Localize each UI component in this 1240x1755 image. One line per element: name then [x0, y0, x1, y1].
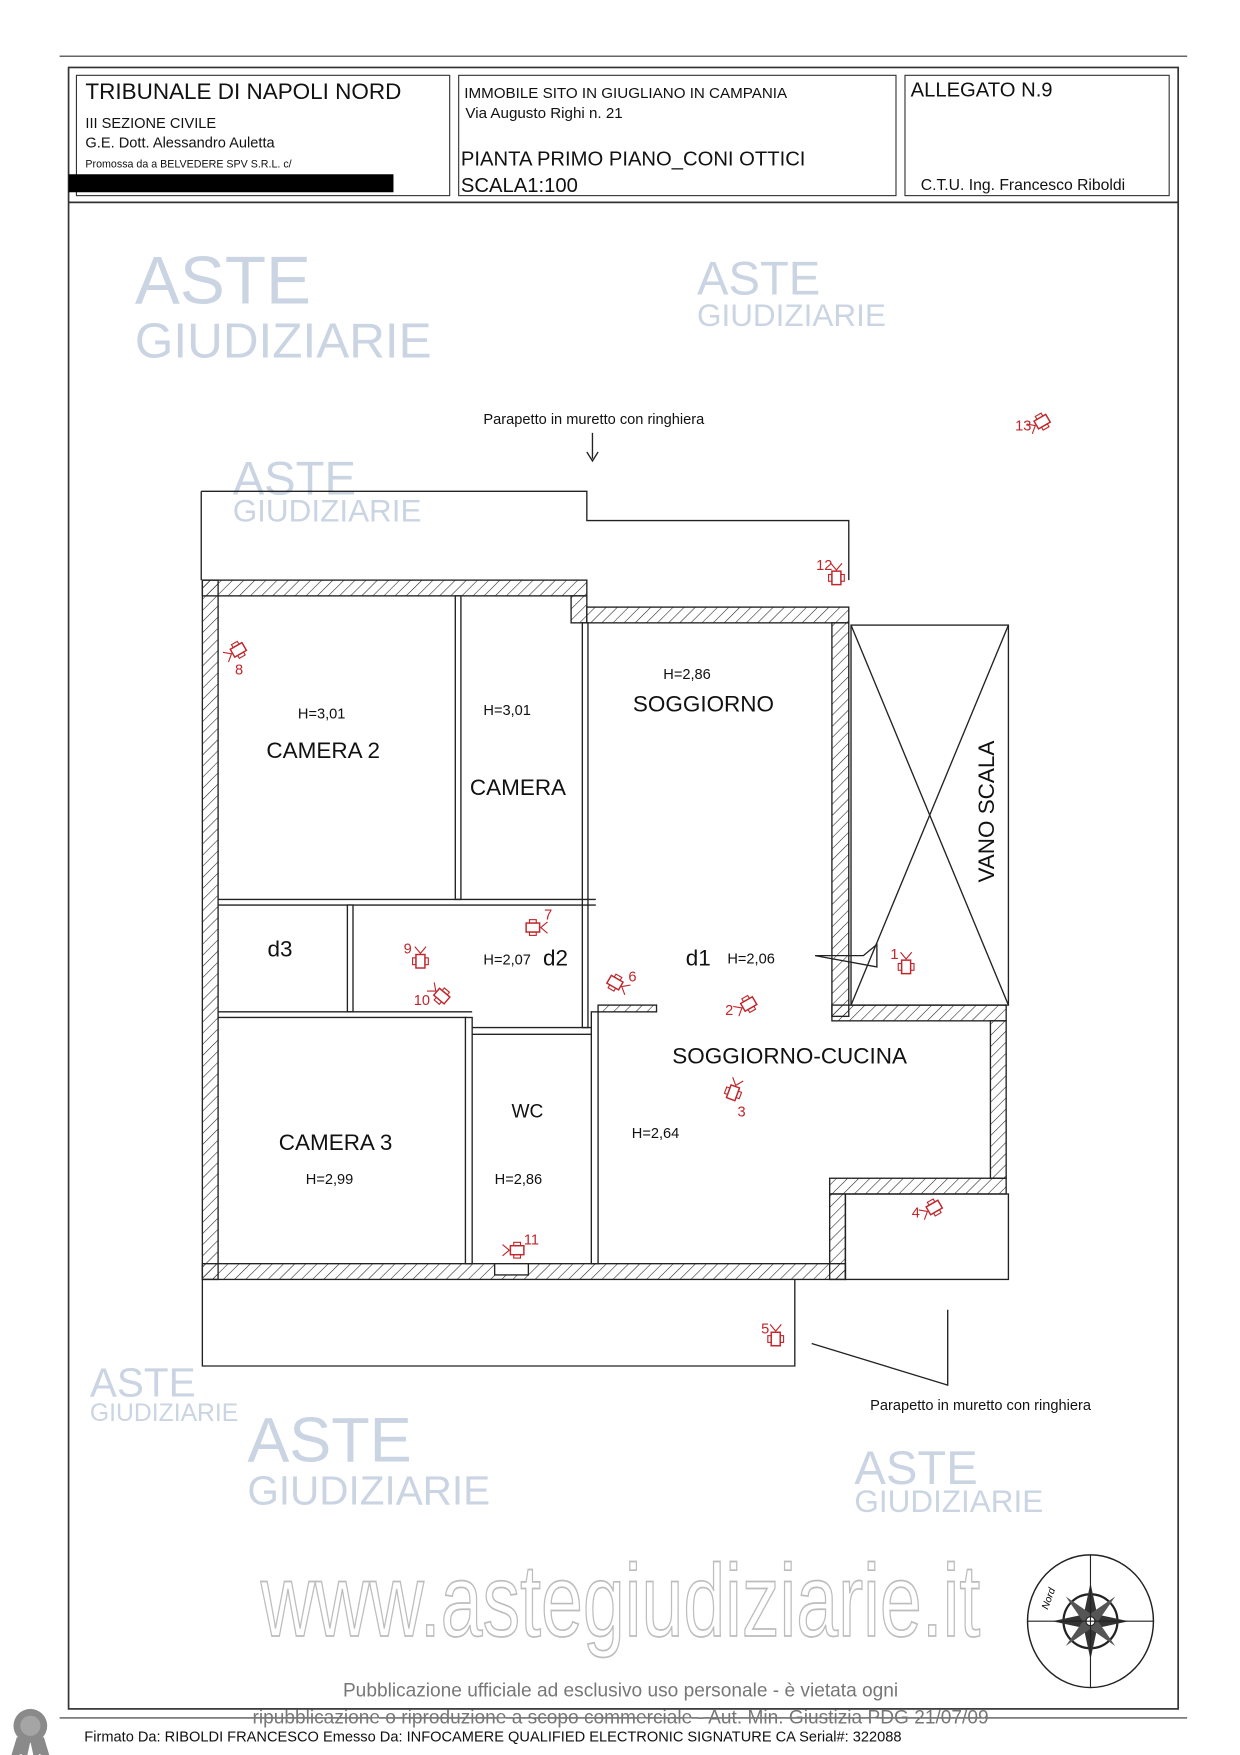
svg-text:6: 6	[628, 969, 636, 985]
svg-text:2: 2	[725, 1003, 733, 1019]
svg-text:10: 10	[414, 993, 430, 1009]
svg-text:12: 12	[816, 558, 832, 574]
svg-text:H=2,07: H=2,07	[483, 953, 531, 969]
room-d2: d2	[543, 946, 568, 971]
svg-text:ASTE: ASTE	[135, 244, 311, 319]
svg-text:4: 4	[912, 1206, 920, 1222]
svg-text:3: 3	[737, 1104, 745, 1120]
room-camera-2: CAMERA 2	[266, 738, 380, 763]
compass-rose-icon: Nord	[1026, 1554, 1155, 1689]
camera-marker-13: 13	[1015, 410, 1053, 437]
watermark-url: www.astegiudiziarie.it	[260, 1542, 980, 1658]
svg-text:GIUDIZIARIE: GIUDIZIARIE	[854, 1484, 1043, 1519]
svg-text:ASTE: ASTE	[233, 453, 356, 506]
svg-text:H=2,99: H=2,99	[306, 1172, 354, 1188]
camera-marker-9: 9	[404, 941, 430, 969]
svg-text:H=2,86: H=2,86	[495, 1172, 543, 1188]
svg-text:GIUDIZIARIE: GIUDIZIARIE	[697, 298, 886, 333]
camera-marker-3: 3	[722, 1075, 747, 1120]
note-top: Parapetto in muretto con ringhiera	[483, 412, 705, 428]
svg-text:GIUDIZIARIE: GIUDIZIARIE	[135, 314, 432, 369]
camera-marker-10: 10	[414, 979, 453, 1009]
svg-text:8: 8	[235, 663, 243, 679]
room-soggiorno: SOGGIORNO	[633, 692, 774, 717]
signature-seal-icon	[11, 1708, 50, 1755]
property: IMMOBILE SITO IN GIUGLIANO IN CAMPANIA	[464, 85, 788, 102]
compass-north-label: Nord	[1040, 1586, 1058, 1611]
room-d3: d3	[268, 937, 293, 962]
svg-text:9: 9	[404, 941, 412, 957]
svg-text:ASTE: ASTE	[854, 1442, 977, 1495]
title-block: TRIBUNALE DI NAPOLI NORD III SEZIONE CIV…	[68, 74, 1170, 197]
camera-marker-4: 4	[912, 1196, 945, 1223]
promoted-by: Promossa da a BELVEDERE SPV S.R.L. c/	[85, 159, 291, 171]
svg-text:H=3,01: H=3,01	[298, 706, 346, 722]
camera-marker-1: 1	[890, 947, 915, 975]
court-name: TRIBUNALE DI NAPOLI NORD	[85, 79, 401, 104]
watermark-logo: ASTE GIUDIZIARIE ASTE GIUDIZIARIE ASTE G…	[90, 244, 1043, 1520]
attachment-number: ALLEGATO N.9	[911, 80, 1053, 102]
scale: SCALA1:100	[461, 175, 578, 197]
redaction-bar	[68, 174, 394, 193]
camera-marker-11: 11	[501, 1233, 539, 1259]
camera-marker-5: 5	[761, 1321, 785, 1347]
svg-text:H=3,01: H=3,01	[483, 703, 531, 719]
camera-viewpoints: 1 2 3 4 5 6 7 8 9 10 11 12 13	[221, 410, 1053, 1347]
svg-text:H=2,06: H=2,06	[727, 952, 775, 968]
svg-text:ASTE: ASTE	[247, 1406, 411, 1476]
svg-text:GIUDIZIARIE: GIUDIZIARIE	[247, 1467, 490, 1513]
drawing-title: PIANTA PRIMO PIANO_CONI OTTICI	[461, 148, 806, 170]
room-camera-3: CAMERA 3	[279, 1130, 393, 1155]
section: III SEZIONE CIVILE	[85, 116, 216, 132]
ctu-name: C.T.U. Ing. Francesco Riboldi	[921, 177, 1125, 194]
room-labels: Parapetto in muretto con ringhiera Parap…	[266, 412, 1091, 1414]
svg-text:H=2,86: H=2,86	[663, 667, 711, 683]
room-wc: WC	[512, 1102, 544, 1123]
camera-marker-7: 7	[525, 908, 552, 937]
svg-text:GIUDIZIARIE: GIUDIZIARIE	[90, 1400, 238, 1427]
publication-notice-1: Pubblicazione ufficiale ad esclusivo uso…	[343, 1681, 898, 1702]
svg-text:H=2,64: H=2,64	[632, 1126, 680, 1142]
camera-marker-6: 6	[604, 969, 637, 998]
publication-notice-2: ripubblicazione o riproduzione a scopo c…	[253, 1708, 989, 1729]
svg-text:GIUDIZIARIE: GIUDIZIARIE	[233, 494, 422, 529]
digital-signature: Firmato Da: RIBOLDI FRANCESCO Emesso Da:…	[84, 1730, 901, 1746]
address: Via Augusto Righi n. 21	[465, 105, 622, 122]
judge: G.E. Dott. Alessandro Auletta	[85, 135, 275, 151]
room-vano-scala: VANO SCALA	[974, 741, 999, 883]
camera-marker-8: 8	[221, 638, 249, 679]
room-soggiorno-cucina: SOGGIORNO-CUCINA	[672, 1044, 907, 1069]
svg-text:1: 1	[890, 947, 898, 963]
camera-marker-12: 12	[816, 558, 846, 586]
room-camera: CAMERA	[470, 775, 566, 800]
svg-text:11: 11	[524, 1233, 539, 1249]
svg-text:ASTE: ASTE	[697, 253, 820, 306]
camera-marker-2: 2	[725, 993, 760, 1019]
svg-text:7: 7	[544, 908, 552, 924]
svg-text:ASTE: ASTE	[90, 1359, 196, 1405]
page-frame	[67, 66, 1180, 1710]
floor-plan	[200, 432, 1010, 1387]
room-d1: d1	[686, 946, 711, 971]
note-bottom: Parapetto in muretto con ringhiera	[870, 1398, 1092, 1414]
svg-text:5: 5	[761, 1321, 769, 1337]
svg-text:13: 13	[1015, 419, 1031, 435]
